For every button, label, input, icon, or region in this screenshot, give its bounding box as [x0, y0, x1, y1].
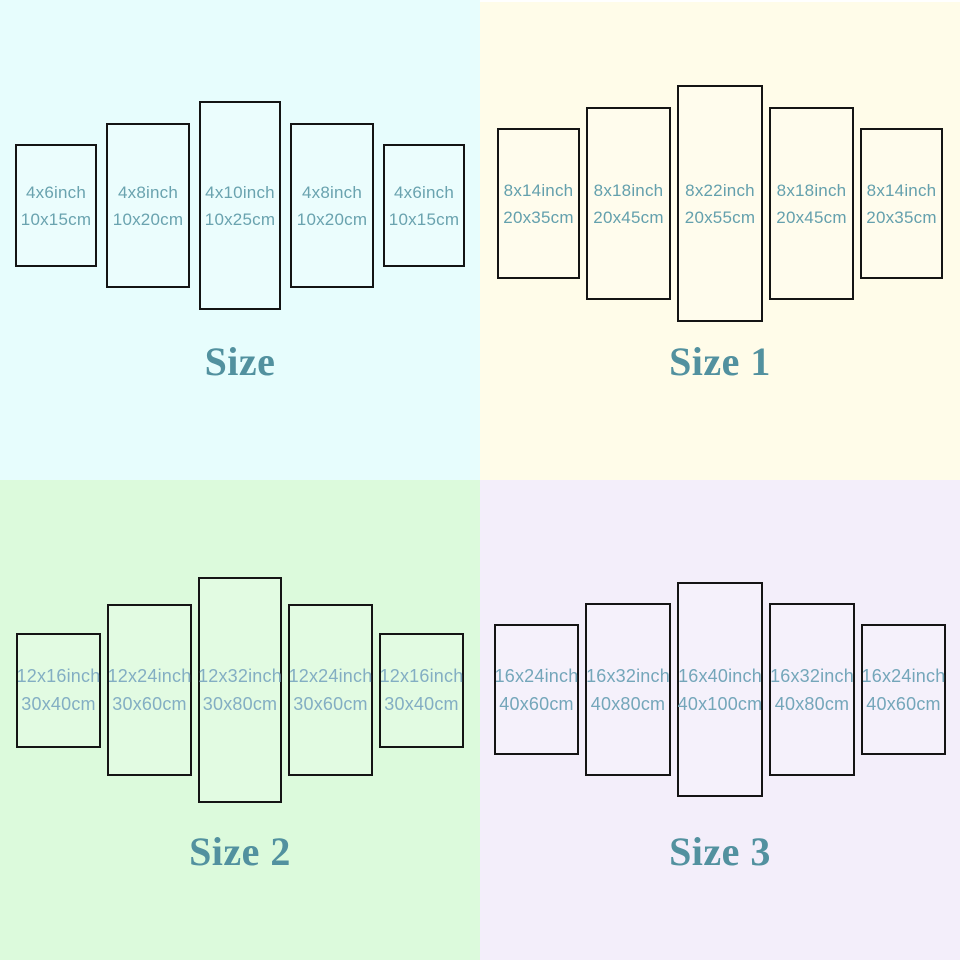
panel-size-inch: 16x40inch: [678, 665, 762, 686]
panel-size-inch: 4x8inch: [118, 182, 178, 202]
panel-size-cm: 40x60cm: [866, 693, 941, 714]
panel-size-inch: 8x14inch: [866, 180, 937, 200]
panel-size-cm: 10x15cm: [388, 209, 460, 229]
panel-size-inch: 8x18inch: [593, 180, 664, 200]
panel-row: 12x16inch 30x40cm 12x24inch 30x60cm 12x3…: [16, 577, 464, 803]
panel-1: 16x24inch 40x60cm: [494, 624, 579, 755]
panel-size-cm: 40x80cm: [590, 693, 666, 714]
panel-size-cm: 20x45cm: [593, 207, 664, 227]
panel-size-cm: 20x35cm: [503, 207, 574, 227]
panel-4: 4x8inch 10x20cm: [290, 123, 374, 288]
quadrant-title: Size 2: [189, 829, 291, 874]
panel-size-cm: 30x60cm: [293, 694, 368, 714]
panel-2: 8x18inch 20x45cm: [586, 107, 671, 300]
panel-2: 4x8inch 10x20cm: [106, 123, 190, 288]
panel-3: 16x40inch 40x100cm: [677, 582, 763, 797]
panel-size-inch: 4x6inch: [26, 182, 86, 202]
panel-3: 4x10inch 10x25cm: [199, 101, 281, 310]
panel-size-inch: 16x32inch: [586, 665, 670, 686]
panel-1: 8x14inch 20x35cm: [497, 128, 580, 279]
panel-size-cm: 30x40cm: [384, 694, 459, 714]
panel-size-inch: 8x18inch: [776, 180, 847, 200]
panel-size-inch: 12x16inch: [379, 666, 464, 686]
panel-size-cm: 20x45cm: [776, 207, 847, 227]
panel-size-cm: 10x15cm: [20, 209, 92, 229]
panel-size-cm: 10x20cm: [112, 209, 184, 229]
panel-size-cm: 30x60cm: [112, 694, 187, 714]
panel-size-inch: 4x8inch: [302, 182, 362, 202]
panel-size-inch: 16x32inch: [770, 665, 854, 686]
quadrant-title: Size: [204, 339, 276, 384]
panel-size-inch: 16x24inch: [494, 665, 579, 686]
panel-1: 12x16inch 30x40cm: [16, 632, 101, 748]
panel-size-cm: 10x25cm: [204, 209, 276, 229]
panel-size-inch: 8x22inch: [685, 180, 755, 200]
panel-size-cm: 40x100cm: [677, 693, 763, 714]
panel-5: 4x6inch 10x15cm: [383, 144, 465, 267]
panel-size-cm: 40x80cm: [774, 693, 850, 714]
size-chart-1: 8x14inch 20x35cm 8x18inch 20x45cm 8x22in…: [480, 0, 960, 480]
panel-size-cm: 30x40cm: [21, 694, 96, 714]
panel-5: 16x24inch 40x60cm: [861, 624, 946, 755]
size-chart-3: 16x24inch 40x60cm 16x32inch 40x80cm 16x4…: [480, 480, 960, 960]
panel-size-cm: 20x35cm: [866, 207, 937, 227]
panel-3: 8x22inch 20x55cm: [677, 85, 763, 322]
panel-size-cm: 40x60cm: [499, 693, 574, 714]
panel-5: 8x14inch 20x35cm: [860, 128, 943, 279]
panel-size-inch: 12x16inch: [16, 666, 101, 686]
panel-2: 16x32inch 40x80cm: [585, 603, 671, 776]
size-chart-default: 4x6inch 10x15cm 4x8inch 10x20cm 4x10inch…: [0, 0, 480, 480]
panel-size-inch: 4x6inch: [394, 182, 454, 202]
panel-size-cm: 30x80cm: [202, 694, 278, 714]
panel-size-inch: 4x10inch: [205, 182, 275, 202]
quadrant-title: Size 3: [669, 829, 771, 874]
panel-size-inch: 8x14inch: [503, 180, 574, 200]
panel-size-inch: 12x24inch: [107, 666, 192, 686]
panel-row: 16x24inch 40x60cm 16x32inch 40x80cm 16x4…: [494, 582, 946, 797]
panel-4: 16x32inch 40x80cm: [769, 603, 855, 776]
panel-4: 8x18inch 20x45cm: [769, 107, 854, 300]
quadrant-title: Size 1: [669, 339, 771, 384]
panel-size-inch: 16x24inch: [861, 665, 946, 686]
panel-row: 4x6inch 10x15cm 4x8inch 10x20cm 4x10inch…: [15, 101, 465, 310]
panel-1: 4x6inch 10x15cm: [15, 144, 97, 267]
panel-2: 12x24inch 30x60cm: [107, 604, 192, 776]
panel-size-inch: 12x32inch: [198, 666, 282, 686]
panel-row: 8x14inch 20x35cm 8x18inch 20x45cm 8x22in…: [497, 85, 943, 322]
panel-4: 12x24inch 30x60cm: [288, 604, 373, 776]
panel-size-cm: 20x55cm: [684, 207, 756, 227]
panel-size-cm: 10x20cm: [296, 209, 368, 229]
size-chart-2: 12x16inch 30x40cm 12x24inch 30x60cm 12x3…: [0, 480, 480, 960]
panel-3: 12x32inch 30x80cm: [198, 577, 282, 803]
panel-5: 12x16inch 30x40cm: [379, 632, 464, 748]
panel-size-inch: 12x24inch: [288, 666, 373, 686]
